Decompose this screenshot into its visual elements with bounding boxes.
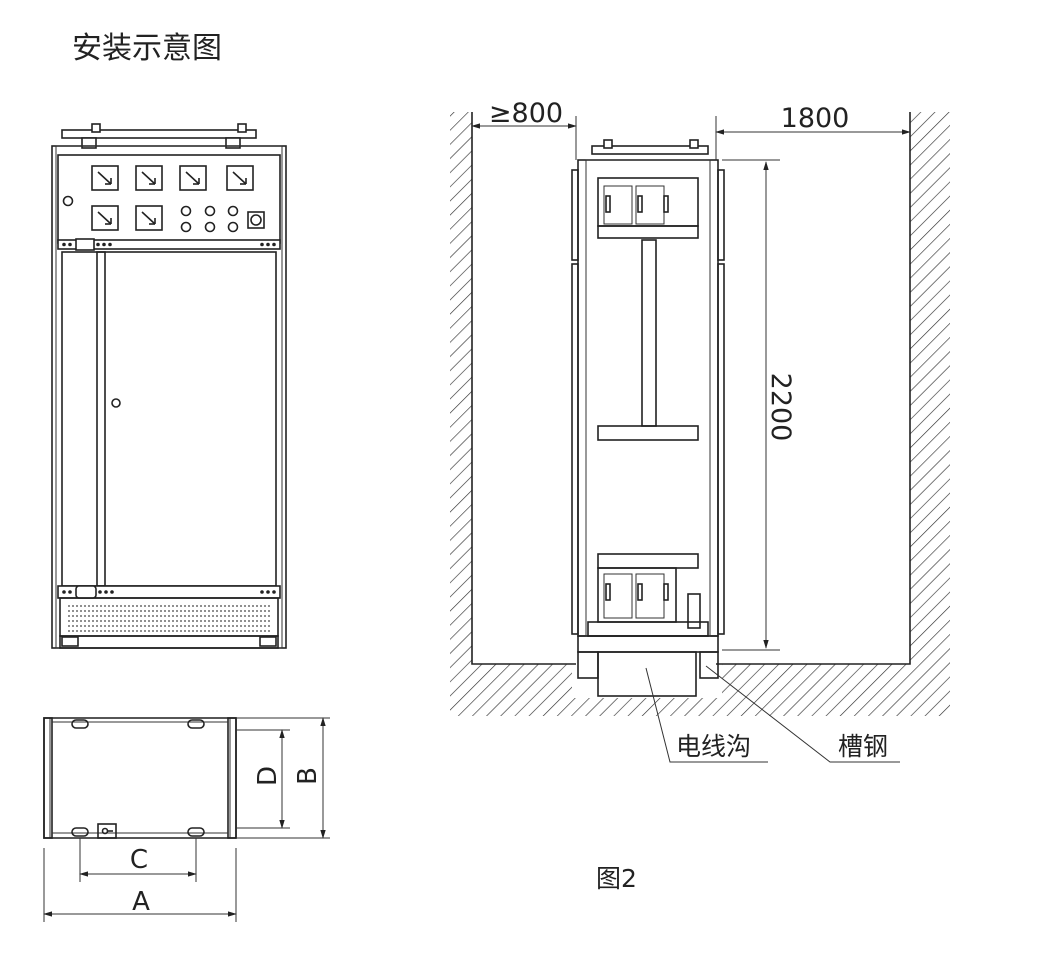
meter-icon — [91, 205, 119, 231]
dim-label-D: D — [253, 766, 283, 786]
left-wall-hatch — [450, 112, 472, 664]
leader-channel-steel — [705, 665, 900, 763]
meter-icon — [135, 205, 163, 231]
meter-icon — [179, 165, 207, 191]
meter-icon — [226, 165, 254, 191]
base-frame-outer — [43, 717, 237, 839]
door-handle — [111, 398, 121, 408]
switch-knob — [247, 211, 265, 229]
dim-label-B: B — [293, 767, 323, 785]
mounting-slot — [71, 719, 89, 729]
meter-icon — [135, 165, 163, 191]
dim-label-height: 2200 — [765, 373, 796, 442]
meter-row — [91, 165, 254, 191]
meter-icon — [91, 165, 119, 191]
meter-row — [91, 205, 265, 233]
cabinet-door — [61, 251, 277, 587]
upper-crossbar — [57, 239, 281, 250]
mounting-slot — [187, 827, 205, 837]
figure-caption: 图2 — [596, 864, 637, 893]
mounting-slot — [71, 827, 89, 837]
dim-label-front-clearance: ≥800 — [489, 98, 563, 129]
indicator-lamp — [227, 205, 239, 217]
dim-label-rear-clearance: 1800 — [781, 103, 850, 134]
indicator-lamp — [204, 221, 216, 233]
indicator-lamp — [180, 205, 192, 217]
installation-side-view: ≥800 1800 2200 电线沟 槽钢 — [450, 98, 950, 763]
ventilation-panel — [59, 597, 279, 637]
indicator-lamp — [227, 221, 239, 233]
dim-label-A: A — [132, 887, 150, 917]
indicator-lamp — [204, 205, 216, 217]
diagram-title: 安装示意图 — [72, 31, 222, 66]
dim-label-C: C — [130, 845, 148, 875]
ground-terminal — [97, 823, 117, 839]
callout-cable-trench: 电线沟 — [676, 732, 751, 761]
door-hinge-bar — [96, 251, 106, 587]
indicator-lamp — [180, 221, 192, 233]
lock-hole — [62, 195, 74, 207]
top-rail-bolt — [91, 123, 101, 133]
cabinet-side-body — [577, 159, 719, 637]
mounting-slot — [187, 719, 205, 729]
left-wall-line — [471, 112, 576, 665]
cabinet-front-view — [51, 123, 287, 649]
busbar — [641, 239, 657, 427]
right-wall-hatch — [910, 112, 950, 664]
top-rail-bolt — [237, 123, 247, 133]
leader-cable-trench — [645, 667, 768, 763]
cabinet-plan-view: D B C A — [43, 717, 330, 922]
right-wall-line — [716, 112, 911, 665]
callout-channel-steel: 槽钢 — [838, 732, 888, 761]
top-rail — [61, 129, 257, 139]
breaker-upper — [597, 177, 699, 227]
